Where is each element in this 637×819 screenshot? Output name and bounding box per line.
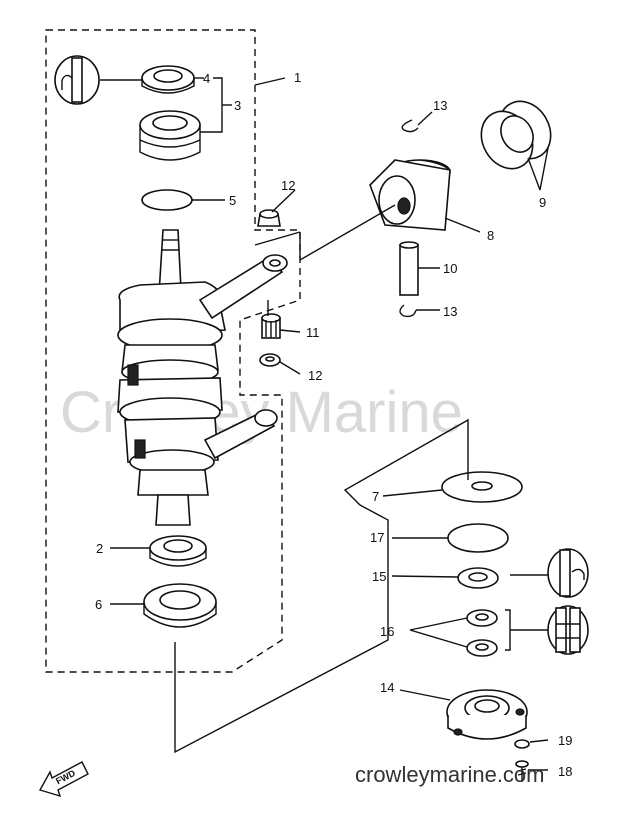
svg-text:FWD: FWD: [54, 768, 77, 787]
washer-lower: [259, 353, 281, 367]
part-label-15: 15: [372, 569, 386, 584]
part-label-5: 5: [229, 193, 236, 208]
o-ring-lower: [447, 523, 509, 553]
part-label-6: 6: [95, 597, 102, 612]
oil-seal-pair: [466, 609, 498, 657]
connecting-rod-upper: [198, 254, 288, 320]
part-label-13-top: 13: [433, 98, 447, 113]
assembly-line-piston: [299, 204, 396, 261]
part-label-11: 11: [306, 325, 320, 340]
seal-detail-inset-top: [54, 55, 142, 105]
washer-top: [257, 209, 281, 227]
piston: [369, 159, 451, 231]
piston-pin: [399, 241, 419, 296]
oil-seal-top: [141, 65, 195, 94]
part-label-1: 1: [294, 70, 301, 85]
seal-detail-inset-16: [505, 605, 589, 655]
bearing-top: [139, 110, 201, 161]
part-label-3: 3: [234, 98, 241, 113]
part-label-9: 9: [539, 195, 546, 210]
assembly-line-rod: [254, 231, 301, 258]
part-label-12-bottom: 12: [308, 368, 322, 383]
o-ring: [141, 189, 193, 211]
assembly-line-lower: [174, 418, 469, 754]
part-label-19: 19: [558, 733, 572, 748]
part-label-12-top: 12: [281, 178, 295, 193]
part-label-14: 14: [380, 680, 394, 695]
part-label-7: 7: [372, 489, 379, 504]
part-label-4: 4: [203, 71, 210, 86]
shim: [441, 471, 523, 503]
piston-pin-clip-bottom: [399, 304, 417, 318]
seal-detail-inset-15: [510, 548, 589, 598]
part-label-8: 8: [487, 228, 494, 243]
part-label-10: 10: [443, 261, 457, 276]
part-label-2: 2: [96, 541, 103, 556]
needle-bearing: [261, 313, 281, 339]
part-label-16: 16: [380, 624, 394, 639]
leader-lines: [110, 77, 549, 771]
part-label-17: 17: [370, 530, 384, 545]
crankshaft: [117, 229, 226, 526]
bolt: [515, 760, 529, 782]
connecting-rod-lower: [203, 409, 278, 460]
piston-rings: [480, 100, 552, 170]
piston-pin-clip-top: [401, 119, 419, 133]
bearing-bottom: [143, 583, 217, 628]
lower-bearing-housing: [446, 689, 528, 740]
oil-seal-lower: [457, 567, 499, 589]
part-label-13-bottom: 13: [443, 304, 457, 319]
forward-arrow-icon: FWD: [38, 761, 89, 798]
washer-small: [514, 739, 530, 749]
watermark-url: crowleymarine.com: [355, 762, 545, 787]
oil-seal-bottom: [149, 535, 207, 567]
part-label-18: 18: [558, 764, 572, 779]
crankshaft-assembly-outline: [45, 29, 301, 673]
